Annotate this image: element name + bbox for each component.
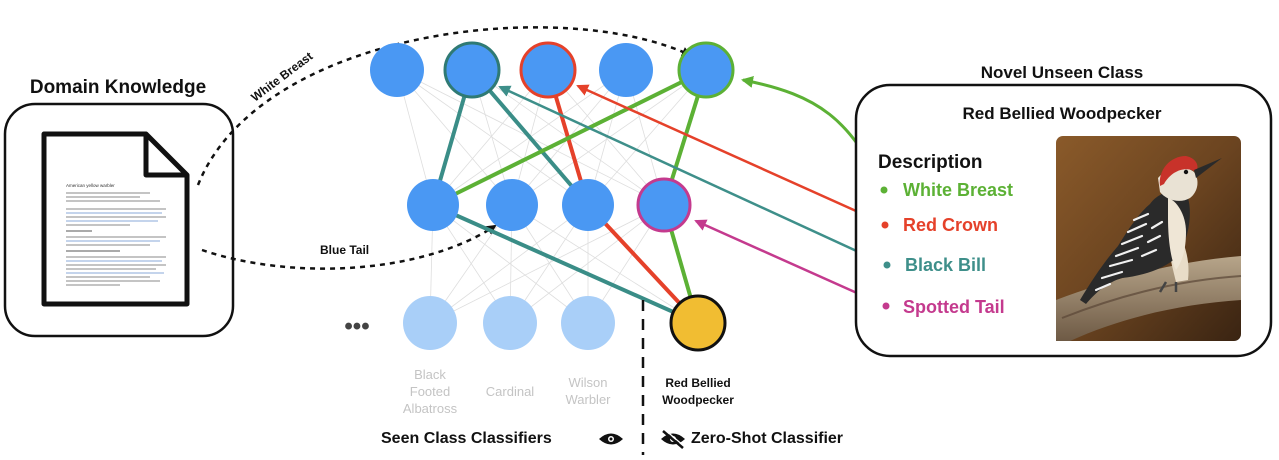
red-crown-arrow (576, 84, 886, 226)
seen-label-warbler-line1: Wilson (568, 375, 607, 390)
zero-shot-node (669, 294, 727, 352)
top-node-3-red-crown (519, 41, 577, 99)
teal-edge-top2-mid3 (470, 68, 590, 207)
middle-layer-nodes (407, 177, 692, 233)
more-classes-ellipsis: ••• (344, 313, 369, 340)
blue-tail-edge-label: Blue Tail (320, 243, 369, 257)
eye-icon (599, 433, 623, 445)
green-edge-top5-mid1 (431, 68, 708, 207)
seen-label-albatross-line1: Black (414, 367, 446, 382)
black-bill-dot (883, 261, 891, 269)
teal-edge-mid1-zero (431, 203, 700, 325)
seen-node-cardinal (483, 296, 537, 350)
seen-label-warbler-line2: Warbler (565, 392, 611, 407)
top-node-1 (370, 43, 424, 97)
middle-node-2 (486, 179, 538, 231)
novel-unseen-heading: Novel Unseen Class (981, 63, 1144, 82)
attribute-spotted-tail: Spotted Tail (903, 297, 1005, 317)
woodpecker-photo (1056, 136, 1242, 341)
domain-knowledge-title: Domain Knowledge (30, 77, 206, 98)
eye-slash-icon (661, 428, 685, 449)
seen-label-cardinal: Cardinal (486, 384, 535, 399)
middle-node-1 (407, 179, 459, 231)
top-layer-nodes (370, 41, 735, 99)
document-title: American yellow warbler (66, 183, 115, 188)
attribute-list: White Breast Red Crown Black Bill Spotte… (880, 180, 1013, 317)
top-node-5-white-breast (677, 41, 735, 99)
zero-shot-label: Red Bellied Woodpecker (662, 376, 734, 407)
zero-shot-classifier-label: Zero-Shot Classifier (691, 430, 843, 447)
spotted-tail-dot (882, 302, 890, 310)
seen-label-albatross-line3: Albatross (403, 401, 458, 416)
seen-class-nodes (403, 296, 615, 350)
black-bill-arrow (498, 85, 888, 267)
seen-label-albatross-line2: Footed (410, 384, 450, 399)
attribute-white-breast: White Breast (903, 180, 1013, 200)
seen-classifiers-label: Seen Class Classifiers (381, 430, 552, 447)
top-node-4 (599, 43, 653, 97)
description-label: Description (878, 152, 983, 173)
novel-class-title: Red Bellied Woodpecker (962, 104, 1161, 123)
red-crown-dot (881, 221, 889, 229)
middle-node-4-spotted-tail (636, 177, 692, 233)
white-breast-dot (880, 186, 888, 194)
spotted-tail-arrow (694, 219, 887, 308)
blue-tail-dashed-arrow (201, 224, 497, 270)
top-node-2-black-bill (443, 41, 501, 99)
seen-class-labels: Black Footed Albatross Cardinal Wilson W… (403, 367, 611, 416)
white-breast-edge-label: White Breast (248, 49, 315, 104)
attribute-black-bill: Black Bill (905, 255, 986, 275)
middle-node-3 (562, 179, 614, 231)
document-icon: American yellow warbler (41, 131, 190, 307)
attribute-red-crown: Red Crown (903, 215, 998, 235)
zero-shot-label-line1: Red Bellied (665, 376, 730, 390)
white-breast-dashed-arrow (196, 26, 692, 186)
seen-node-black-footed-albatross (403, 296, 457, 350)
seen-node-wilson-warbler (561, 296, 615, 350)
zero-shot-label-line2: Woodpecker (662, 393, 734, 407)
document-text-lines (66, 192, 166, 286)
